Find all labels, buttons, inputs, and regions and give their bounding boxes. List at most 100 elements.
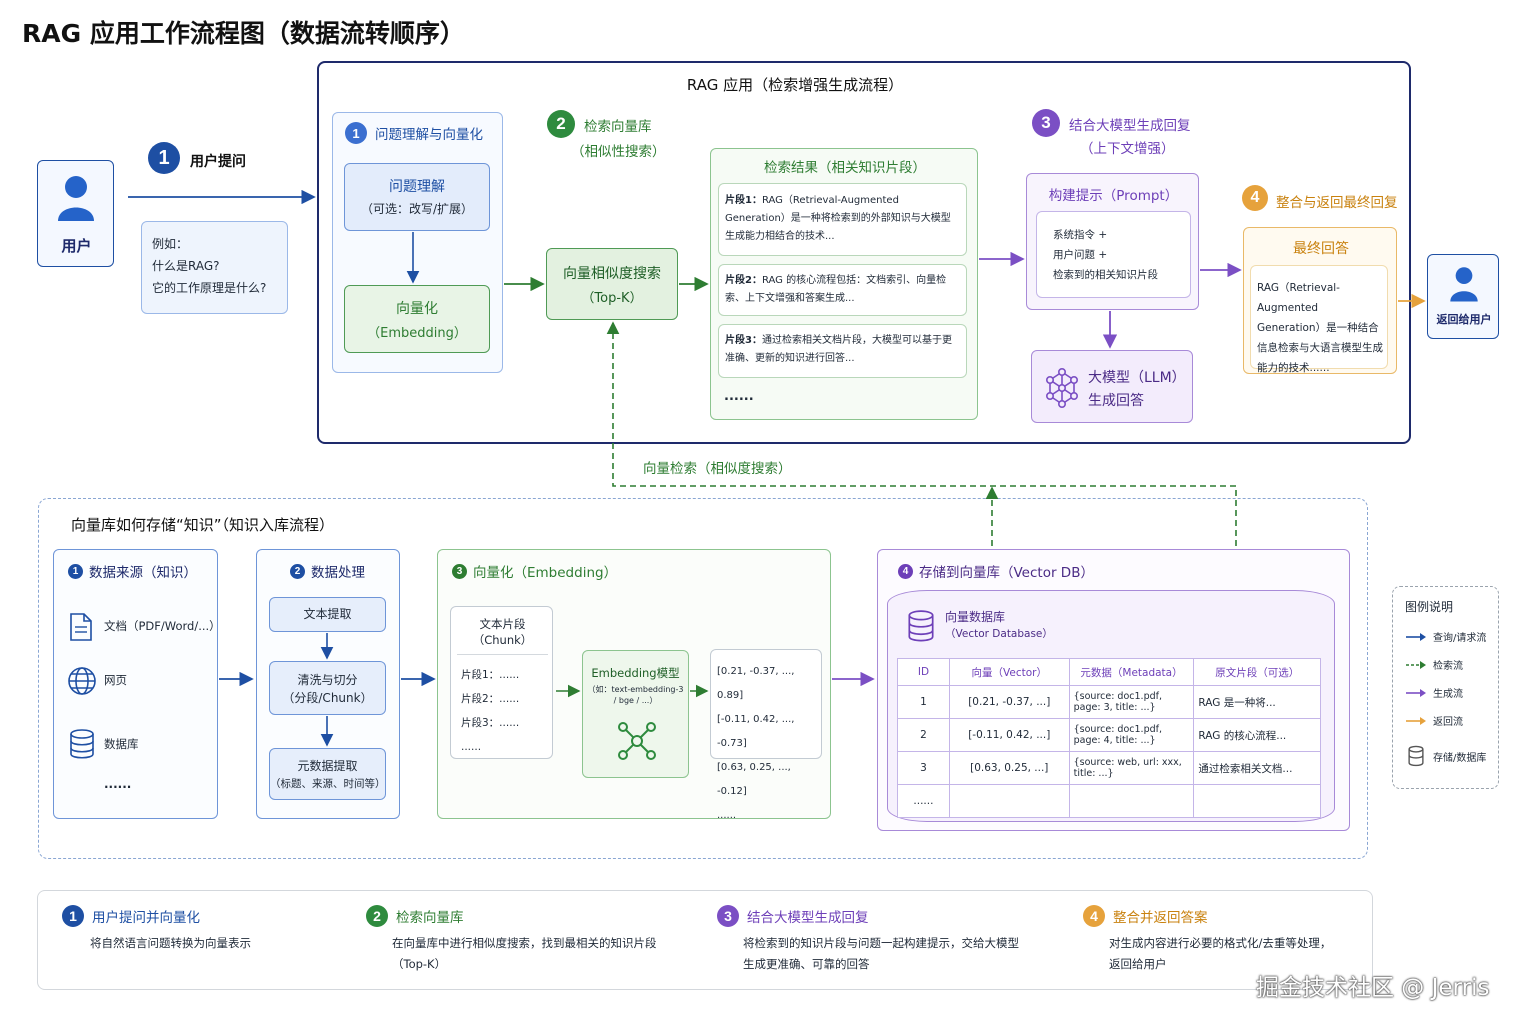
step4-badge: 4 — [1242, 185, 1268, 211]
summary-text: （Top-K） — [392, 957, 447, 971]
chunk-item: ...... — [461, 741, 482, 753]
step1-label: 用户提问 — [190, 154, 246, 170]
model-title: Embedding模型 — [591, 666, 680, 680]
prompt-content[interactable]: 系统指令 + 用户问题 + 检索到的相关知识片段 — [1036, 211, 1191, 298]
fragment-card[interactable]: 片段2：RAG 的核心流程包括：文档索引、向量检索、上下文增强和答案生成... — [718, 264, 967, 316]
summary-title: 结合大模型生成回复 — [747, 910, 869, 926]
dashed-arrow-icon — [1406, 660, 1426, 669]
kb4-number: 4 — [898, 563, 913, 579]
example-question-box: 例如： 什么是RAG? 它的工作原理是什么? — [141, 221, 288, 314]
summary-item: 4 整合并返回答案 对生成内容进行必要的格式化/去重等处理， 返回给用户 — [1083, 905, 1331, 975]
final-answer-text: RAG（Retrieval-Augmented Generation）是一种结合… — [1250, 265, 1388, 374]
kb1-number: 1 — [68, 563, 83, 579]
summary-bar — [37, 890, 1373, 990]
step4-label: 整合与返回最终回复 — [1276, 195, 1398, 211]
cell: 3 — [897, 751, 950, 785]
step3-title: 结合大模型生成回复 — [1069, 118, 1191, 134]
cell: [0.21, -0.37, ...] — [948, 685, 1070, 719]
step3-sub: （上下文增强） — [1080, 141, 1175, 157]
cell: 1 — [897, 685, 950, 719]
llm-sub: 生成回答 — [1088, 393, 1144, 409]
prompt-line: 用户问题 + — [1053, 249, 1108, 261]
summary-title: 整合并返回答案 — [1113, 910, 1208, 926]
box-title: 向量化 — [396, 301, 438, 317]
chunk-title: 文本片段 （Chunk） — [451, 616, 554, 648]
fragment-text: RAG（Retrieval-Augmented Generation）是一种将检… — [725, 195, 951, 242]
fragment-head: 片段1： — [725, 195, 762, 206]
return-user-card[interactable]: 返回给用户 — [1427, 254, 1499, 339]
legend-label: 查询/请求流 — [1433, 633, 1487, 644]
solid-arrow-icon — [1406, 632, 1426, 641]
model-sub2: / bge / ...） — [613, 696, 658, 705]
user-card[interactable]: 用户 — [37, 160, 114, 267]
document-icon — [70, 613, 92, 641]
solid-arrow-icon — [1406, 716, 1426, 725]
cell: RAG 的核心流程... — [1193, 718, 1321, 752]
source-more: ...... — [104, 777, 132, 791]
vector-list-box: [0.21, -0.37, ..., 0.89] [-0.11, 0.42, .… — [710, 649, 822, 821]
legend-label: 检索流 — [1433, 661, 1463, 672]
cell: 2 — [897, 718, 950, 752]
legend-label: 返回流 — [1433, 717, 1463, 728]
fragment-head: 片段2： — [725, 275, 762, 286]
similarity-search-box[interactable]: 向量相似度搜索 （Top-K） — [546, 248, 678, 320]
table-row: ...... — [897, 784, 1321, 818]
table-row: 3 [0.63, 0.25, ...] {source: web, url: x… — [897, 751, 1321, 785]
return-user-label: 返回给用户 — [1436, 313, 1492, 326]
summary-item: 1 用户提问并向量化 将自然语言问题转换为向量表示 — [62, 905, 251, 954]
example-line: 它的工作原理是什么? — [152, 281, 267, 295]
vector-item: [-0.11, 0.42, ..., -0.73] — [717, 714, 795, 749]
meta-sub: （标题、来源、时间等） — [270, 778, 386, 790]
vectorize-box[interactable]: 向量化 （Embedding） — [344, 285, 490, 353]
col-header: ID — [897, 658, 950, 686]
results-more: ...... — [724, 389, 754, 404]
database-icon — [1408, 745, 1424, 767]
metadata-extract-box[interactable]: 元数据提取 （标题、来源、时间等） — [269, 748, 386, 800]
summary-item: 2 检索向量库 在向量库中进行相似度搜索，找到最相关的知识片段 （Top-K） — [366, 905, 657, 975]
user-label: 用户 — [61, 237, 92, 255]
kb-title: 向量库如何存储“知识”（知识入库流程） — [71, 516, 335, 534]
similarity-sub: （Top-K） — [581, 291, 643, 306]
example-line: 什么是RAG? — [152, 259, 220, 273]
vector-item: [0.63, 0.25, ..., -0.12] — [717, 762, 791, 797]
kb2-title: 数据处理 — [311, 565, 365, 581]
vector-search-label: 向量检索（相似度搜索） — [643, 461, 792, 477]
box-sub: （Embedding） — [367, 326, 467, 341]
fragment-card[interactable]: 片段1：RAG（Retrieval-Augmented Generation）是… — [718, 183, 967, 256]
summary-number: 3 — [717, 905, 739, 927]
source-db: 数据库 — [104, 737, 139, 751]
chunk-item: 片段2：...... — [461, 693, 520, 705]
cell — [1068, 784, 1195, 818]
table-row: 1 [0.21, -0.37, ...] {source: doc1.pdf, … — [897, 685, 1321, 719]
kb3-number: 3 — [452, 563, 467, 579]
col-header: 原文片段（可选） — [1193, 658, 1321, 686]
fragment-text: RAG 的核心流程包括：文档索引、向量检索、上下文增强和答案生成... — [725, 275, 947, 304]
cell: ...... — [897, 784, 950, 818]
question-understanding-box[interactable]: 问题理解 （可选：改写/扩展） — [344, 163, 490, 231]
solid-arrow-icon — [1406, 688, 1426, 697]
cell: [0.63, 0.25, ...] — [948, 751, 1070, 785]
cell — [948, 784, 1070, 818]
vector-db-table: ID 向量（Vector） 元数据（Metadata） 原文片段（可选） 1 [… — [897, 658, 1321, 818]
legend-panel: 图例说明 查询/请求流 检索流 生成流 返回流 存储/数据库 — [1392, 586, 1499, 789]
model-sub1: （如：text-embedding-3 — [587, 685, 684, 694]
summary-title: 检索向量库 — [396, 910, 464, 926]
summary-item: 3 结合大模型生成回复 将检索到的知识片段与问题一起构建提示，交给大模型 生成更… — [717, 905, 1019, 975]
summary-text: 在向量库中进行相似度搜索，找到最相关的知识片段 — [392, 936, 657, 950]
text-extract-box[interactable]: 文本提取 — [269, 597, 386, 632]
clean-split-box[interactable]: 清洗与切分 （分段/Chunk） — [269, 661, 386, 715]
clean-title: 清洗与切分 — [297, 673, 358, 687]
step1-number: 1 — [148, 142, 180, 174]
chunk-title-1: 文本片段 — [479, 617, 526, 631]
box-sub: （可选：改写/扩展） — [360, 202, 474, 216]
summary-text: 将检索到的知识片段与问题一起构建提示，交给大模型 — [743, 936, 1019, 950]
fragment-card[interactable]: 片段3：通过检索相关文档片段，大模型可以基于更准确、更新的知识进行回答... — [718, 324, 967, 378]
embedding-model-box[interactable]: Embedding模型 （如：text-embedding-3 / bge / … — [582, 650, 689, 778]
llm-box[interactable]: 大模型（LLM） 生成回答 — [1031, 350, 1193, 423]
summary-text: 将自然语言问题转换为向量表示 — [90, 936, 251, 950]
page-title: RAG 应用工作流程图（数据流转顺序） — [22, 19, 465, 48]
cell — [1193, 784, 1321, 818]
table-row: 2 [-0.11, 0.42, ...] {source: doc1.pdf, … — [897, 718, 1321, 752]
summary-number: 4 — [1083, 905, 1105, 927]
summary-text: 对生成内容进行必要的格式化/去重等处理， — [1109, 936, 1332, 950]
